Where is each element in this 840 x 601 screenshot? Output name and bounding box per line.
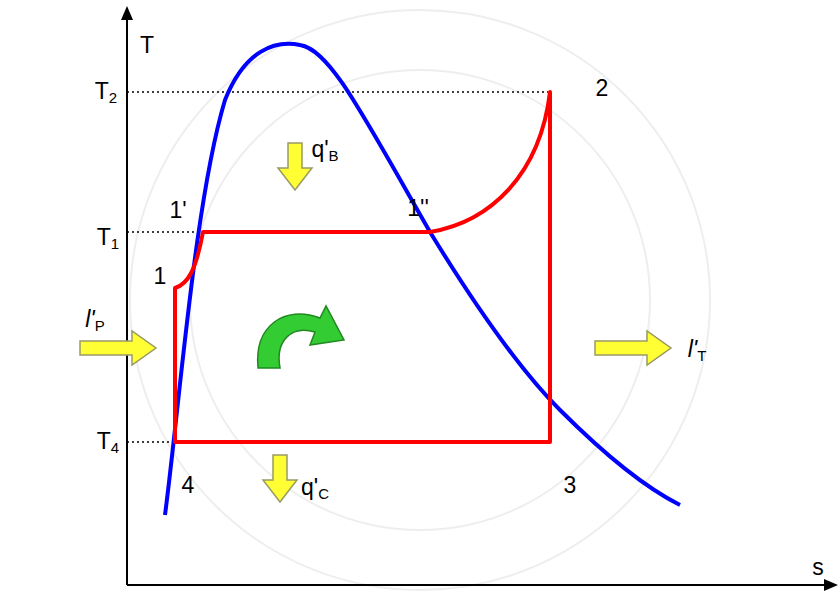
rankine-cycle xyxy=(175,92,550,442)
state-point: 1 xyxy=(154,265,167,288)
state-point: 1'' xyxy=(407,197,429,220)
heat-label: q'B xyxy=(311,138,338,163)
temperature-label: T4 xyxy=(97,430,119,455)
state-point: 4 xyxy=(182,474,195,497)
state-point: 3 xyxy=(564,474,577,497)
temperature-label: T2 xyxy=(95,80,117,105)
state-point: 1' xyxy=(169,199,186,222)
temperature-label: T1 xyxy=(97,226,119,251)
heat-label: q'C xyxy=(301,476,329,501)
state-point: 2 xyxy=(596,77,609,100)
axis-label: s xyxy=(812,556,824,579)
axes xyxy=(121,6,838,591)
cycle-direction-arrow xyxy=(258,306,344,368)
work-label: l'T xyxy=(688,338,707,363)
energy-arrows xyxy=(80,143,671,502)
work-label: l'P xyxy=(85,308,105,333)
axis-label: T xyxy=(140,34,154,57)
saturation-dome xyxy=(165,44,680,515)
watermark-seal xyxy=(130,10,710,590)
dotted-guides xyxy=(127,92,548,442)
